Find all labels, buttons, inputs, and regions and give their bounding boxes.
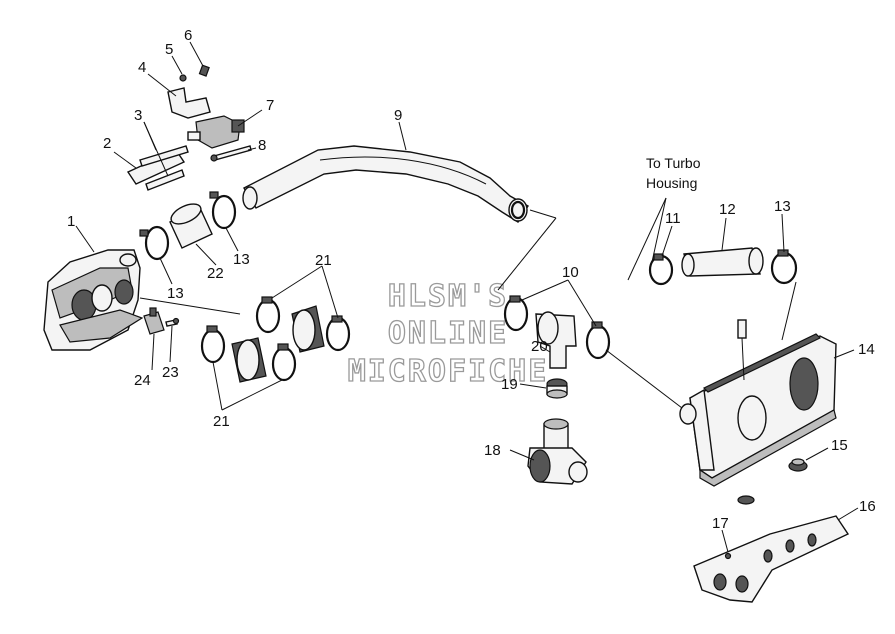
callout-16: 16: [859, 498, 876, 515]
callout-3: 3: [134, 107, 142, 124]
part-13-clamp-c: [770, 249, 798, 285]
callout-10: 10: [562, 264, 579, 281]
note-line-1: To Turbo: [646, 155, 701, 171]
part-5-fastener: [179, 74, 187, 82]
part-10-clamp-b: [585, 321, 611, 360]
leader-lines: [75, 41, 859, 553]
turbo-housing-note: To Turbo Housing: [646, 155, 701, 191]
callout-18: 18: [484, 442, 501, 459]
part-18-valve-body: [527, 418, 588, 485]
part-11-clamp: [648, 253, 674, 286]
part-4-bracket: [167, 87, 211, 119]
part-10-clamp-a: [503, 295, 529, 332]
callout-13-a: 13: [167, 285, 184, 302]
callout-21-b: 21: [213, 413, 230, 430]
watermark-line-3: MICROFICHE: [348, 354, 549, 389]
part-9-intake-hose: [242, 145, 529, 223]
part-3-pins: [139, 145, 189, 191]
part-23-screw: [165, 317, 180, 327]
part-12-hose: [681, 247, 764, 277]
part-21-coupler-lower: [200, 325, 297, 383]
part-19-bushing: [546, 378, 568, 399]
callout-13-b: 13: [233, 251, 250, 268]
part-22-coupler: [169, 203, 213, 249]
part-20-elbow: [535, 311, 577, 369]
note-line-2: Housing: [646, 175, 697, 191]
callout-6: 6: [184, 27, 192, 44]
part-15-grommet: [788, 458, 808, 472]
callout-20: 20: [531, 338, 548, 355]
part-17-screw: [724, 552, 732, 560]
callout-15: 15: [831, 437, 848, 454]
callout-17: 17: [712, 515, 729, 532]
callout-14: 14: [858, 341, 875, 358]
part-7-valve: [187, 115, 245, 149]
callout-22: 22: [207, 265, 224, 282]
part-8-bolt: [210, 145, 252, 162]
callout-8: 8: [258, 137, 266, 154]
callout-24: 24: [134, 372, 151, 389]
part-13-clamp-a: [139, 225, 170, 261]
callout-5: 5: [165, 41, 173, 58]
watermark: HLSM'S ONLINE MICROFICHE: [347, 278, 549, 389]
callout-19: 19: [501, 376, 518, 393]
part-21-coupler-upper: [255, 296, 351, 353]
callout-1: 1: [67, 213, 75, 230]
watermark-line-1: HLSM'S: [388, 279, 508, 314]
callout-12: 12: [719, 201, 736, 218]
callout-11: 11: [665, 210, 681, 227]
part-13-clamp-b: [209, 191, 237, 230]
watermark-line-2: ONLINE: [388, 316, 508, 351]
part-16-bracket: [693, 495, 850, 603]
callout-4: 4: [138, 59, 146, 76]
part-14-intercooler: [679, 319, 837, 487]
part-24-sensor: [143, 307, 165, 335]
callout-9: 9: [394, 107, 402, 124]
callout-21-a: 21: [315, 252, 332, 269]
callout-23: 23: [162, 364, 179, 381]
callout-labels: 1 2 3 4 5 6 7 8 9 10 11 12 13 13 13 14 1…: [67, 27, 876, 532]
part-1-intake-housing: [43, 249, 144, 351]
callout-7: 7: [266, 97, 274, 114]
part-6-screw: [198, 64, 210, 77]
callout-13-c: 13: [774, 198, 791, 215]
callout-2: 2: [103, 135, 111, 152]
